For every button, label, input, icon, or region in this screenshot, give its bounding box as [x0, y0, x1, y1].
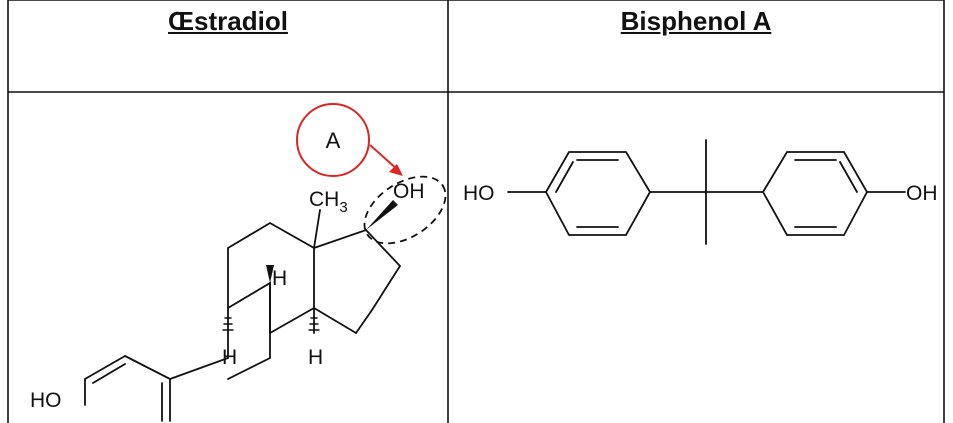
bpa-right-oh-label: OH	[906, 182, 938, 205]
estradiol-structure	[84, 200, 402, 422]
callout-label: A	[326, 128, 341, 153]
callout-a: A	[296, 103, 403, 177]
hydrogen-label-left: H	[222, 346, 237, 369]
hydrogen-label-top: H	[272, 267, 287, 290]
callout-arrowhead	[389, 164, 403, 176]
estradiol-ho-label: HO	[30, 389, 62, 412]
table-grid	[7, 0, 945, 423]
hydrogen-label-right: H	[308, 346, 323, 369]
bpa-left-ho-label: HO	[463, 182, 495, 205]
hydroxyl-highlight-ellipse	[363, 175, 447, 245]
header-estradiol: Œstradiol	[168, 6, 288, 36]
bisphenol-a-structure	[507, 139, 906, 245]
hydroxyl-17-label: OH	[393, 180, 425, 203]
header-bisphenol-a: Bisphenol A	[620, 6, 772, 36]
callout-arrow-line	[369, 144, 399, 171]
methyl-label: CH3	[309, 188, 348, 216]
callout-circle	[296, 103, 370, 177]
